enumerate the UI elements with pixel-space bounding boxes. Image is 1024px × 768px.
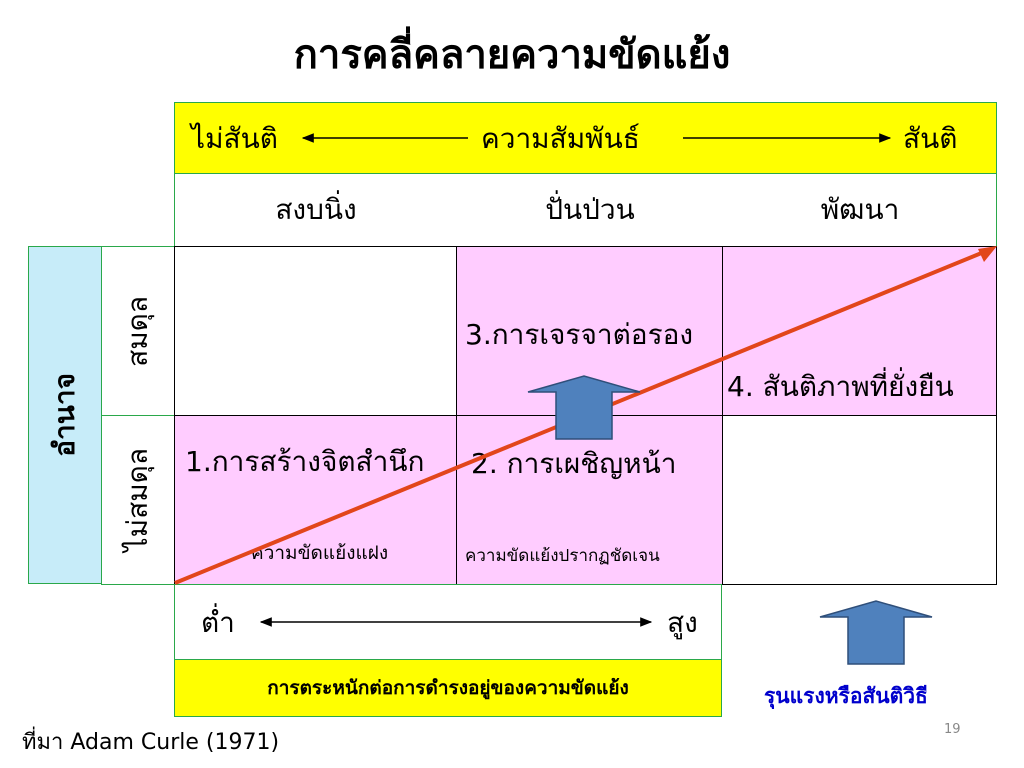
- awareness-double-arrow: [259, 617, 653, 627]
- relationship-right-label: สันติ: [903, 122, 958, 155]
- balanced-row-label: สมดุล: [101, 246, 175, 416]
- cell-unbalanced-development: [722, 415, 997, 585]
- awareness-high-label: สูง: [667, 606, 698, 639]
- power-label: อำนาจ: [48, 373, 81, 457]
- cell-confrontation: 2. การเผชิญหน้า ความขัดแย้งปรากฏชัดเจน: [456, 415, 723, 585]
- up-arrow-right-icon: [819, 600, 933, 665]
- unbalanced-label: ไม่สมดุล: [121, 448, 154, 552]
- stage-row: สงบนิ่ง ปั่นป่วน พัฒนา: [174, 173, 997, 247]
- awareness-axis-box: ต่ำ สูง: [174, 584, 722, 660]
- cell-balanced-calm: [174, 246, 457, 416]
- relationship-center-label: ความสัมพันธ์: [481, 122, 640, 155]
- awareness-axis-label-box: การตระหนักต่อการดำรงอยู่ของความขัดแย้ง: [174, 659, 722, 717]
- relationship-arrows: [301, 133, 892, 143]
- slide-number: 19: [944, 722, 961, 737]
- open-conflict-label: ความขัดแย้งปรากฏชัดเจน: [465, 546, 660, 566]
- sustainable-peace-label: 4. สันติภาพที่ยั่งยืน: [727, 370, 954, 403]
- stage-calm: สงบนิ่ง: [275, 193, 357, 226]
- relationship-bar: ไม่สันติ ความสัมพันธ์ สันติ: [174, 102, 997, 174]
- relationship-left-label: ไม่สันติ: [191, 122, 278, 155]
- source-citation: ที่มา Adam Curle (1971): [22, 730, 280, 755]
- balanced-label: สมดุล: [121, 295, 154, 367]
- power-column: อำนาจ: [28, 246, 102, 584]
- page-title: การคลี่คลายความขัดแย้ง: [293, 32, 731, 78]
- cell-awareness: 1.การสร้างจิตสำนึก ความขัดแย้งแฝง: [174, 415, 457, 585]
- stage-turbulent: ปั่นป่วน: [545, 193, 635, 226]
- awareness-label: 1.การสร้างจิตสำนึก: [185, 445, 425, 478]
- unbalanced-row-label: ไม่สมดุล: [101, 415, 175, 585]
- awareness-axis-label: การตระหนักต่อการดำรงอยู่ของความขัดแย้ง: [267, 677, 629, 699]
- cell-negotiation: 3.การเจรจาต่อรอง: [456, 246, 723, 416]
- cell-sustainable-peace: 4. สันติภาพที่ยั่งยืน: [722, 246, 997, 416]
- confrontation-label: 2. การเผชิญหน้า: [471, 447, 677, 480]
- awareness-low-label: ต่ำ: [201, 606, 235, 639]
- hidden-conflict-label: ความขัดแย้งแฝง: [251, 542, 389, 564]
- stage-development: พัฒนา: [820, 193, 900, 226]
- negotiation-label: 3.การเจรจาต่อรอง: [465, 318, 694, 351]
- violence-label: รุนแรงหรือสันติวิธี: [764, 684, 928, 708]
